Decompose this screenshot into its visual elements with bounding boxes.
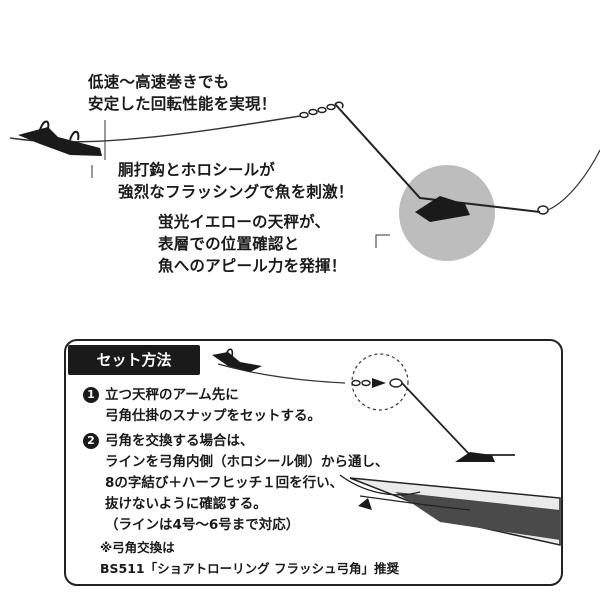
callout-rotation: 低速～高速巻きでも 安定した回転性能を実現！	[88, 71, 276, 115]
step-2: 2 弓角を交換する場合は、 ラインを弓角内側（ホロシール側）から通し、 8の字結び…	[83, 431, 389, 536]
note: ※弓角交換は BS511「ショアトローリング フラッシュ弓角」推奨	[100, 537, 399, 579]
step-1: 1 立つ天秤のアーム先に 弓角仕掛のスナップをセットする。	[83, 385, 321, 427]
callout-line: 低速～高速巻きでも	[88, 73, 230, 91]
step-line: 弓角仕掛のスナップをセットする。	[105, 408, 321, 424]
step-line: 8の字結び＋ハーフヒッチ１回を行い、	[105, 475, 344, 491]
mini-swivel-icon	[351, 378, 386, 388]
step-line: 立つ天秤のアーム先に	[105, 387, 239, 403]
yumitsuno-lure	[18, 120, 102, 156]
step-number-badge: 1	[83, 387, 99, 403]
callout-line: 魚へのアピール力を発揮！	[158, 257, 347, 275]
callout-line: 胴打鈎とホロシールが	[118, 161, 276, 179]
zoom-circle	[351, 353, 409, 411]
step-line: （ラインは4号～6号まで対応）	[105, 517, 300, 533]
step-line: 弓角を交換する場合は、	[105, 433, 254, 449]
callout-flashing: 胴打鈎とホロシールが 強烈なフラッシングで魚を刺激！	[118, 159, 354, 203]
setup-frame	[64, 339, 563, 586]
lure-closeup	[339, 474, 561, 546]
tenbin-arm	[334, 103, 541, 213]
step-line: 抜けないように確認する。	[105, 496, 267, 512]
arrow-icon	[372, 378, 386, 388]
callout-tenbin: 蛍光イエローの天秤が、 表層での位置確認と 魚へのアピール力を発揮！	[158, 211, 346, 277]
mini-tenbin-weight	[455, 452, 495, 462]
step-number-badge: 2	[83, 433, 99, 449]
mini-lure	[212, 348, 262, 372]
callout-line: 表層での位置確認と	[158, 235, 300, 253]
snap-icon	[537, 205, 549, 215]
insert-arrow-icon	[358, 498, 372, 510]
swivel-icon	[299, 103, 336, 119]
note-line: BS511「ショアトローリング フラッシュ弓角」推奨	[100, 561, 399, 576]
callout-line: 蛍光イエローの天秤が、	[158, 213, 331, 231]
tenbin-weight	[415, 196, 470, 222]
step-line: ラインを弓角内側（ホロシール側）から通し、	[105, 454, 389, 470]
callout-line: 強烈なフラッシングで魚を刺激！	[118, 183, 354, 201]
note-line: ※弓角交換は	[100, 540, 175, 555]
setup-title: セット方法	[68, 345, 200, 375]
callout-line: 安定した回転性能を実現！	[88, 95, 277, 113]
